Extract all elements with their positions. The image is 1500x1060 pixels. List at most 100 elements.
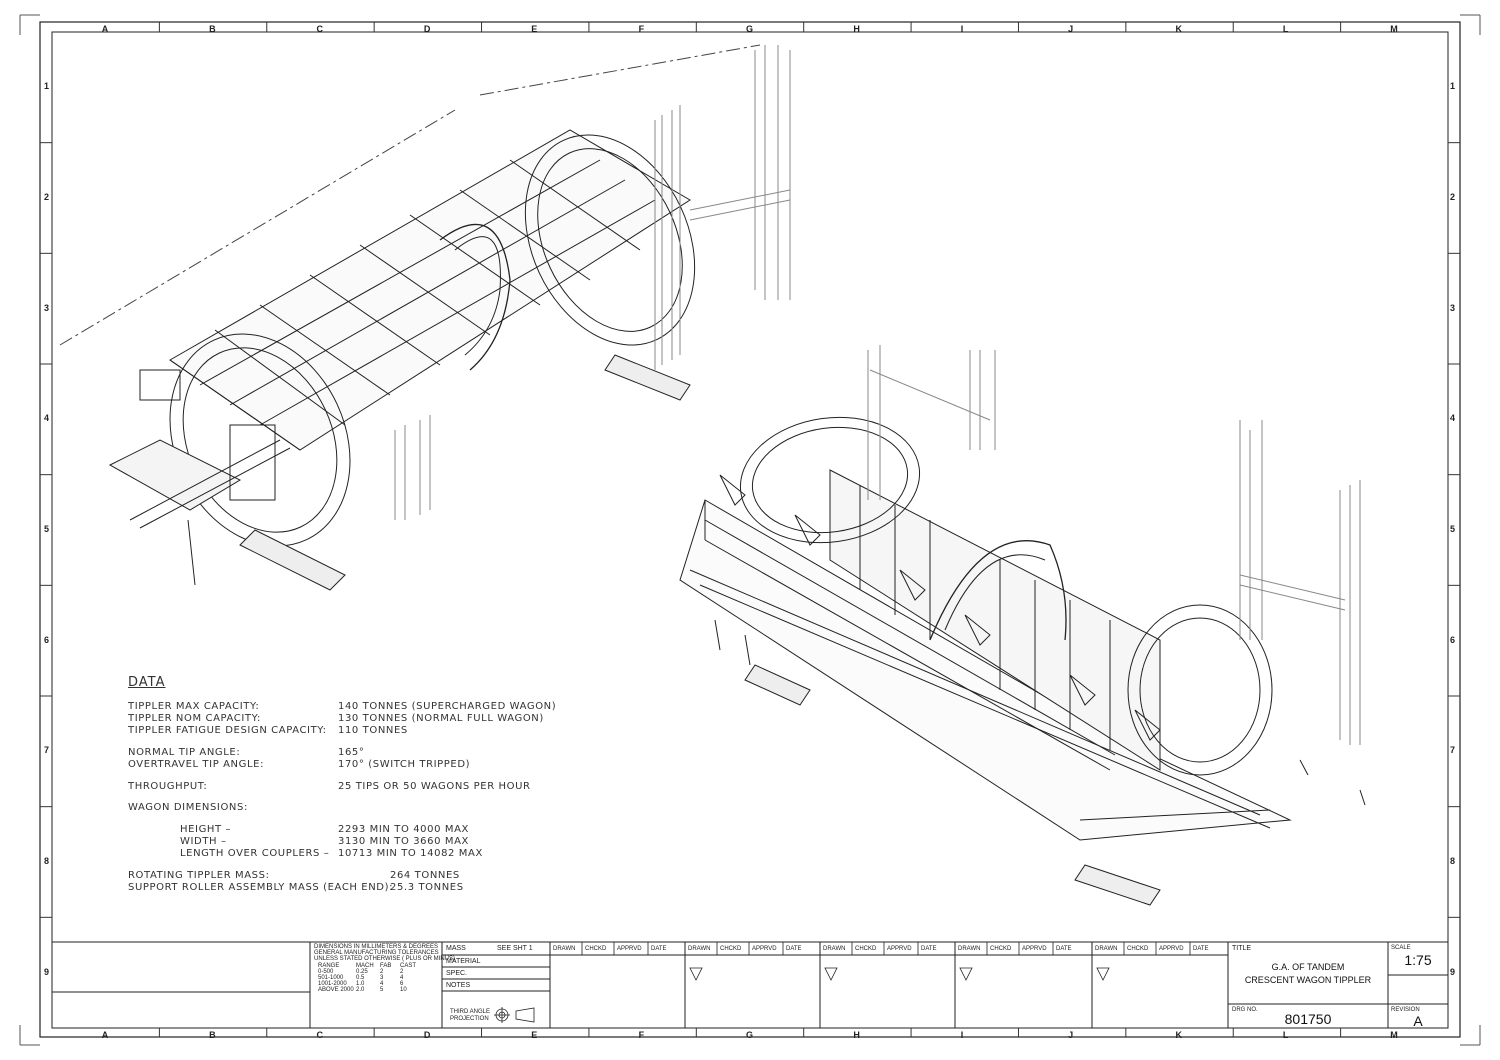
tolerance-cell: 501-1000 <box>318 975 344 981</box>
signoff-header: DATE <box>786 946 802 952</box>
data-value: 2293 MIN TO 4000 MAX <box>338 824 469 835</box>
data-label: OVERTRAVEL TIP ANGLE: <box>128 759 265 770</box>
title-line-1: G.A. OF TANDEM <box>1271 962 1345 972</box>
projection-label: PROJECTION <box>450 1016 489 1022</box>
zone-row-right: 9 <box>1450 966 1456 977</box>
zone-row-right: 8 <box>1450 856 1456 866</box>
signoff-header: DRAWN <box>688 946 711 952</box>
zone-row-right: 1 <box>1450 81 1456 92</box>
tolerance-cell: 0.5 <box>356 975 365 981</box>
zone-row-right: 3 <box>1450 302 1456 313</box>
revision-label: REVISION <box>1391 1007 1420 1013</box>
data-label: SUPPORT ROLLER ASSEMBLY MASS (EACH END): <box>128 882 394 893</box>
zone-row-left: 5 <box>44 524 50 534</box>
signoff-header: DRAWN <box>958 946 981 952</box>
data-value: 25 TIPS OR 50 WAGONS PER HOUR <box>338 781 531 792</box>
zone-col-top: B <box>209 24 216 34</box>
signoff-header: APPRVD <box>1159 946 1184 952</box>
data-value: 25.3 TONNES <box>390 882 464 893</box>
signoff-header: DATE <box>1193 946 1209 952</box>
tolerance-header-cell: FAB <box>380 963 392 969</box>
zone-col-bottom: I <box>960 1030 964 1040</box>
signoff-header: DRAWN <box>823 946 846 952</box>
tolerance-cell: 4 <box>380 981 384 987</box>
zone-col-top: L <box>1282 24 1289 34</box>
zone-col-bottom: G <box>746 1030 754 1040</box>
zone-row-left: 3 <box>44 302 50 313</box>
zone-col-top: C <box>316 24 323 34</box>
tolerance-header-cell: RANGE <box>318 963 340 969</box>
tolerance-cell: 1.0 <box>356 981 365 987</box>
zone-row-left: 6 <box>44 634 50 645</box>
notes-label: NOTES <box>446 982 471 989</box>
zone-col-bottom: J <box>1068 1030 1074 1040</box>
tolerance-cell: 6 <box>400 981 404 987</box>
zone-row-left: 1 <box>44 81 50 92</box>
zone-row-left: 7 <box>44 745 50 756</box>
zone-col-bottom: E <box>531 1030 538 1040</box>
zone-col-top: D <box>423 24 431 34</box>
drg-number: 801750 <box>1284 1011 1332 1027</box>
projection-label: THIRD ANGLE <box>450 1009 491 1015</box>
zone-col-bottom: F <box>638 1030 645 1040</box>
signoff-header: APPRVD <box>752 946 777 952</box>
tolerance-cell: 2 <box>380 969 384 975</box>
data-label: ROTATING TIPPLER MASS: <box>128 870 270 881</box>
tolerance-cell: 4 <box>400 975 404 981</box>
data-value: 165° <box>338 747 365 758</box>
zone-col-top: G <box>746 24 754 34</box>
zone-row-right: 2 <box>1450 192 1456 202</box>
projection-symbol <box>494 1007 535 1023</box>
zone-col-bottom: D <box>423 1030 431 1040</box>
title-line-2: CRESCENT WAGON TIPPLER <box>1244 975 1372 985</box>
zone-row-left: 4 <box>44 413 50 424</box>
data-value: 130 TONNES (NORMAL FULL WAGON) <box>338 713 544 724</box>
revision-value: A <box>1413 1013 1423 1029</box>
data-title: DATA <box>128 675 166 690</box>
tolerance-heading: DIMENSIONS IN MILLIMETERS & DEGREES <box>314 944 439 950</box>
scale-value: 1:75 <box>1404 952 1432 968</box>
signoff-header: CHCKD <box>990 946 1012 952</box>
revision-triangle <box>1096 967 1110 981</box>
crop-marks <box>19 14 1481 1046</box>
drg-label: DRG NO. <box>1232 1007 1258 1013</box>
tolerance-cell: ABOVE 2000 <box>318 987 354 993</box>
revision-triangle <box>959 967 973 981</box>
data-label: TIPPLER NOM CAPACITY: <box>128 713 261 724</box>
tolerance-header-cell: MACH <box>356 963 374 969</box>
title-block-grid <box>52 941 1448 1028</box>
tippler-right-drawing <box>679 345 1366 906</box>
zone-row-right: 5 <box>1450 524 1456 534</box>
tolerance-cell: 3 <box>380 975 384 981</box>
data-label: THROUGHPUT: <box>128 781 208 792</box>
signoff-header: DATE <box>651 946 667 952</box>
zone-col-bottom: H <box>853 1030 860 1040</box>
signoff-header: DRAWN <box>553 946 576 952</box>
zone-row-right: 7 <box>1450 745 1456 756</box>
mass-label: MASS <box>446 945 466 952</box>
zone-col-bottom: A <box>101 1030 109 1040</box>
zone-col-bottom: M <box>1390 1030 1398 1040</box>
zone-col-top: A <box>101 24 109 34</box>
data-value: 170° (SWITCH TRIPPED) <box>338 759 471 770</box>
zone-row-left: 8 <box>44 856 50 866</box>
signoff-header: APPRVD <box>887 946 912 952</box>
zone-col-bottom: L <box>1282 1030 1289 1040</box>
signoff-header: DATE <box>1056 946 1072 952</box>
data-label: WIDTH – <box>180 836 227 847</box>
spec-label: SPEC. <box>446 970 468 977</box>
signoff-header: CHCKD <box>720 946 742 952</box>
data-label: NORMAL TIP ANGLE: <box>128 747 241 758</box>
tolerance-heading: UNLESS STATED OTHERWISE ( PLUS OR MINUS) <box>314 956 456 962</box>
tolerance-header-cell: CAST <box>400 963 417 969</box>
tippler-left-drawing <box>59 44 791 591</box>
zone-row-left: 9 <box>44 966 50 977</box>
tolerance-cell: 1001-2000 <box>318 981 347 987</box>
data-value: 10713 MIN TO 14082 MAX <box>338 848 483 859</box>
zone-col-top: J <box>1068 24 1074 34</box>
data-label: WAGON DIMENSIONS: <box>128 802 248 813</box>
material-label: MATERIAL <box>446 958 481 965</box>
zone-row-left: 2 <box>44 192 50 202</box>
tolerance-heading: GENERAL MANUFACTURING TOLERANCES <box>314 950 439 956</box>
